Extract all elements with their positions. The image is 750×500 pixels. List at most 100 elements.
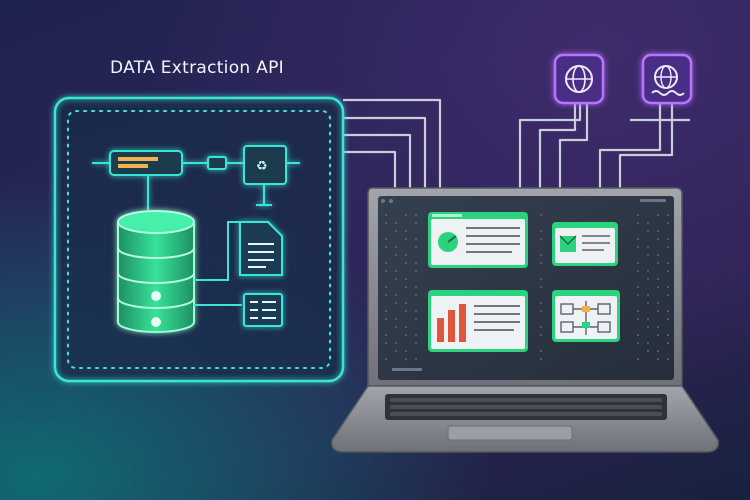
- screen-dots: [381, 199, 666, 203]
- grid-dot: [667, 262, 669, 264]
- grid-dot: [405, 326, 407, 328]
- grid-dot: [415, 358, 417, 360]
- table-icon: [243, 293, 283, 327]
- database-panel: [53, 96, 345, 383]
- screen-card-mail: [552, 222, 618, 266]
- grid-dot: [385, 270, 387, 272]
- grid-dot: [647, 230, 649, 232]
- grid-dot: [395, 350, 397, 352]
- grid-dot: [657, 350, 659, 352]
- screen-card-bars: [428, 290, 528, 352]
- grid-dot: [415, 246, 417, 248]
- grid-dot: [385, 310, 387, 312]
- grid-dot: [637, 214, 639, 216]
- connector-lines: [343, 98, 690, 188]
- grid-dot: [395, 230, 397, 232]
- grid-dot: [667, 286, 669, 288]
- globe-icon: [553, 53, 605, 105]
- grid-dot: [647, 318, 649, 320]
- grid-dot: [395, 222, 397, 224]
- grid-dot: [657, 278, 659, 280]
- grid-dot: [637, 310, 639, 312]
- grid-dot: [415, 294, 417, 296]
- grid-dot: [637, 318, 639, 320]
- grid-dot: [540, 214, 542, 216]
- grid-dot: [385, 246, 387, 248]
- grid-dot: [415, 262, 417, 264]
- grid-dot: [385, 318, 387, 320]
- grid-dot: [395, 294, 397, 296]
- grid-dot: [657, 238, 659, 240]
- page-title: DATA Extraction API: [110, 58, 284, 78]
- grid-dot: [637, 358, 639, 360]
- grid-dot: [395, 326, 397, 328]
- grid-dot: [385, 358, 387, 360]
- grid-dot: [415, 310, 417, 312]
- grid-dot: [540, 254, 542, 256]
- grid-dot: [657, 334, 659, 336]
- grid-dot: [657, 254, 659, 256]
- screen-grid: [385, 214, 669, 360]
- grid-dot: [647, 302, 649, 304]
- grid-dot: [395, 342, 397, 344]
- grid-dot: [667, 334, 669, 336]
- grid-dot: [405, 262, 407, 264]
- grid-dot: [667, 318, 669, 320]
- grid-dot: [540, 350, 542, 352]
- grid-dot: [385, 214, 387, 216]
- grid-dot: [647, 278, 649, 280]
- grid-dot: [647, 350, 649, 352]
- database-icon: [117, 210, 195, 333]
- grid-dot: [415, 334, 417, 336]
- grid-dot: [667, 246, 669, 248]
- grid-dot: [540, 286, 542, 288]
- grid-dot: [405, 238, 407, 240]
- grid-dot: [657, 358, 659, 360]
- grid-dot: [405, 278, 407, 280]
- grid-dot: [385, 334, 387, 336]
- grid-dot: [395, 318, 397, 320]
- grid-dot: [385, 238, 387, 240]
- grid-dot: [647, 326, 649, 328]
- grid-dot: [405, 214, 407, 216]
- grid-dot: [395, 246, 397, 248]
- screen-card-flow: [552, 290, 620, 342]
- grid-dot: [415, 238, 417, 240]
- grid-dot: [415, 286, 417, 288]
- grid-dot: [540, 302, 542, 304]
- grid-dot: [667, 222, 669, 224]
- grid-dot: [657, 286, 659, 288]
- grid-dot: [647, 294, 649, 296]
- grid-dot: [637, 342, 639, 344]
- globe-water-icon: [641, 53, 693, 105]
- pipeline-bar-orange-2: [118, 164, 148, 168]
- grid-dot: [637, 262, 639, 264]
- grid-dot: [415, 222, 417, 224]
- grid-dot: [405, 230, 407, 232]
- grid-dot: [395, 278, 397, 280]
- pipeline-bar-orange: [118, 157, 158, 161]
- grid-dot: [395, 302, 397, 304]
- grid-dot: [637, 246, 639, 248]
- grid-dot: [385, 262, 387, 264]
- grid-dot: [405, 302, 407, 304]
- grid-dot: [405, 334, 407, 336]
- grid-dot: [405, 358, 407, 360]
- document-icon: [239, 221, 283, 276]
- grid-dot: [395, 270, 397, 272]
- grid-dot: [667, 358, 669, 360]
- grid-dot: [667, 294, 669, 296]
- grid-dot: [385, 222, 387, 224]
- screen-card-pie: [428, 212, 528, 268]
- keyboard-keys: [390, 398, 662, 416]
- grid-dot: [657, 230, 659, 232]
- grid-dot: [415, 214, 417, 216]
- grid-dot: [405, 254, 407, 256]
- grid-dot: [395, 254, 397, 256]
- grid-dot: [667, 342, 669, 344]
- grid-dot: [540, 310, 542, 312]
- grid-dot: [415, 342, 417, 344]
- grid-dot: [540, 230, 542, 232]
- db-connectors: [194, 221, 242, 306]
- grid-dot: [657, 262, 659, 264]
